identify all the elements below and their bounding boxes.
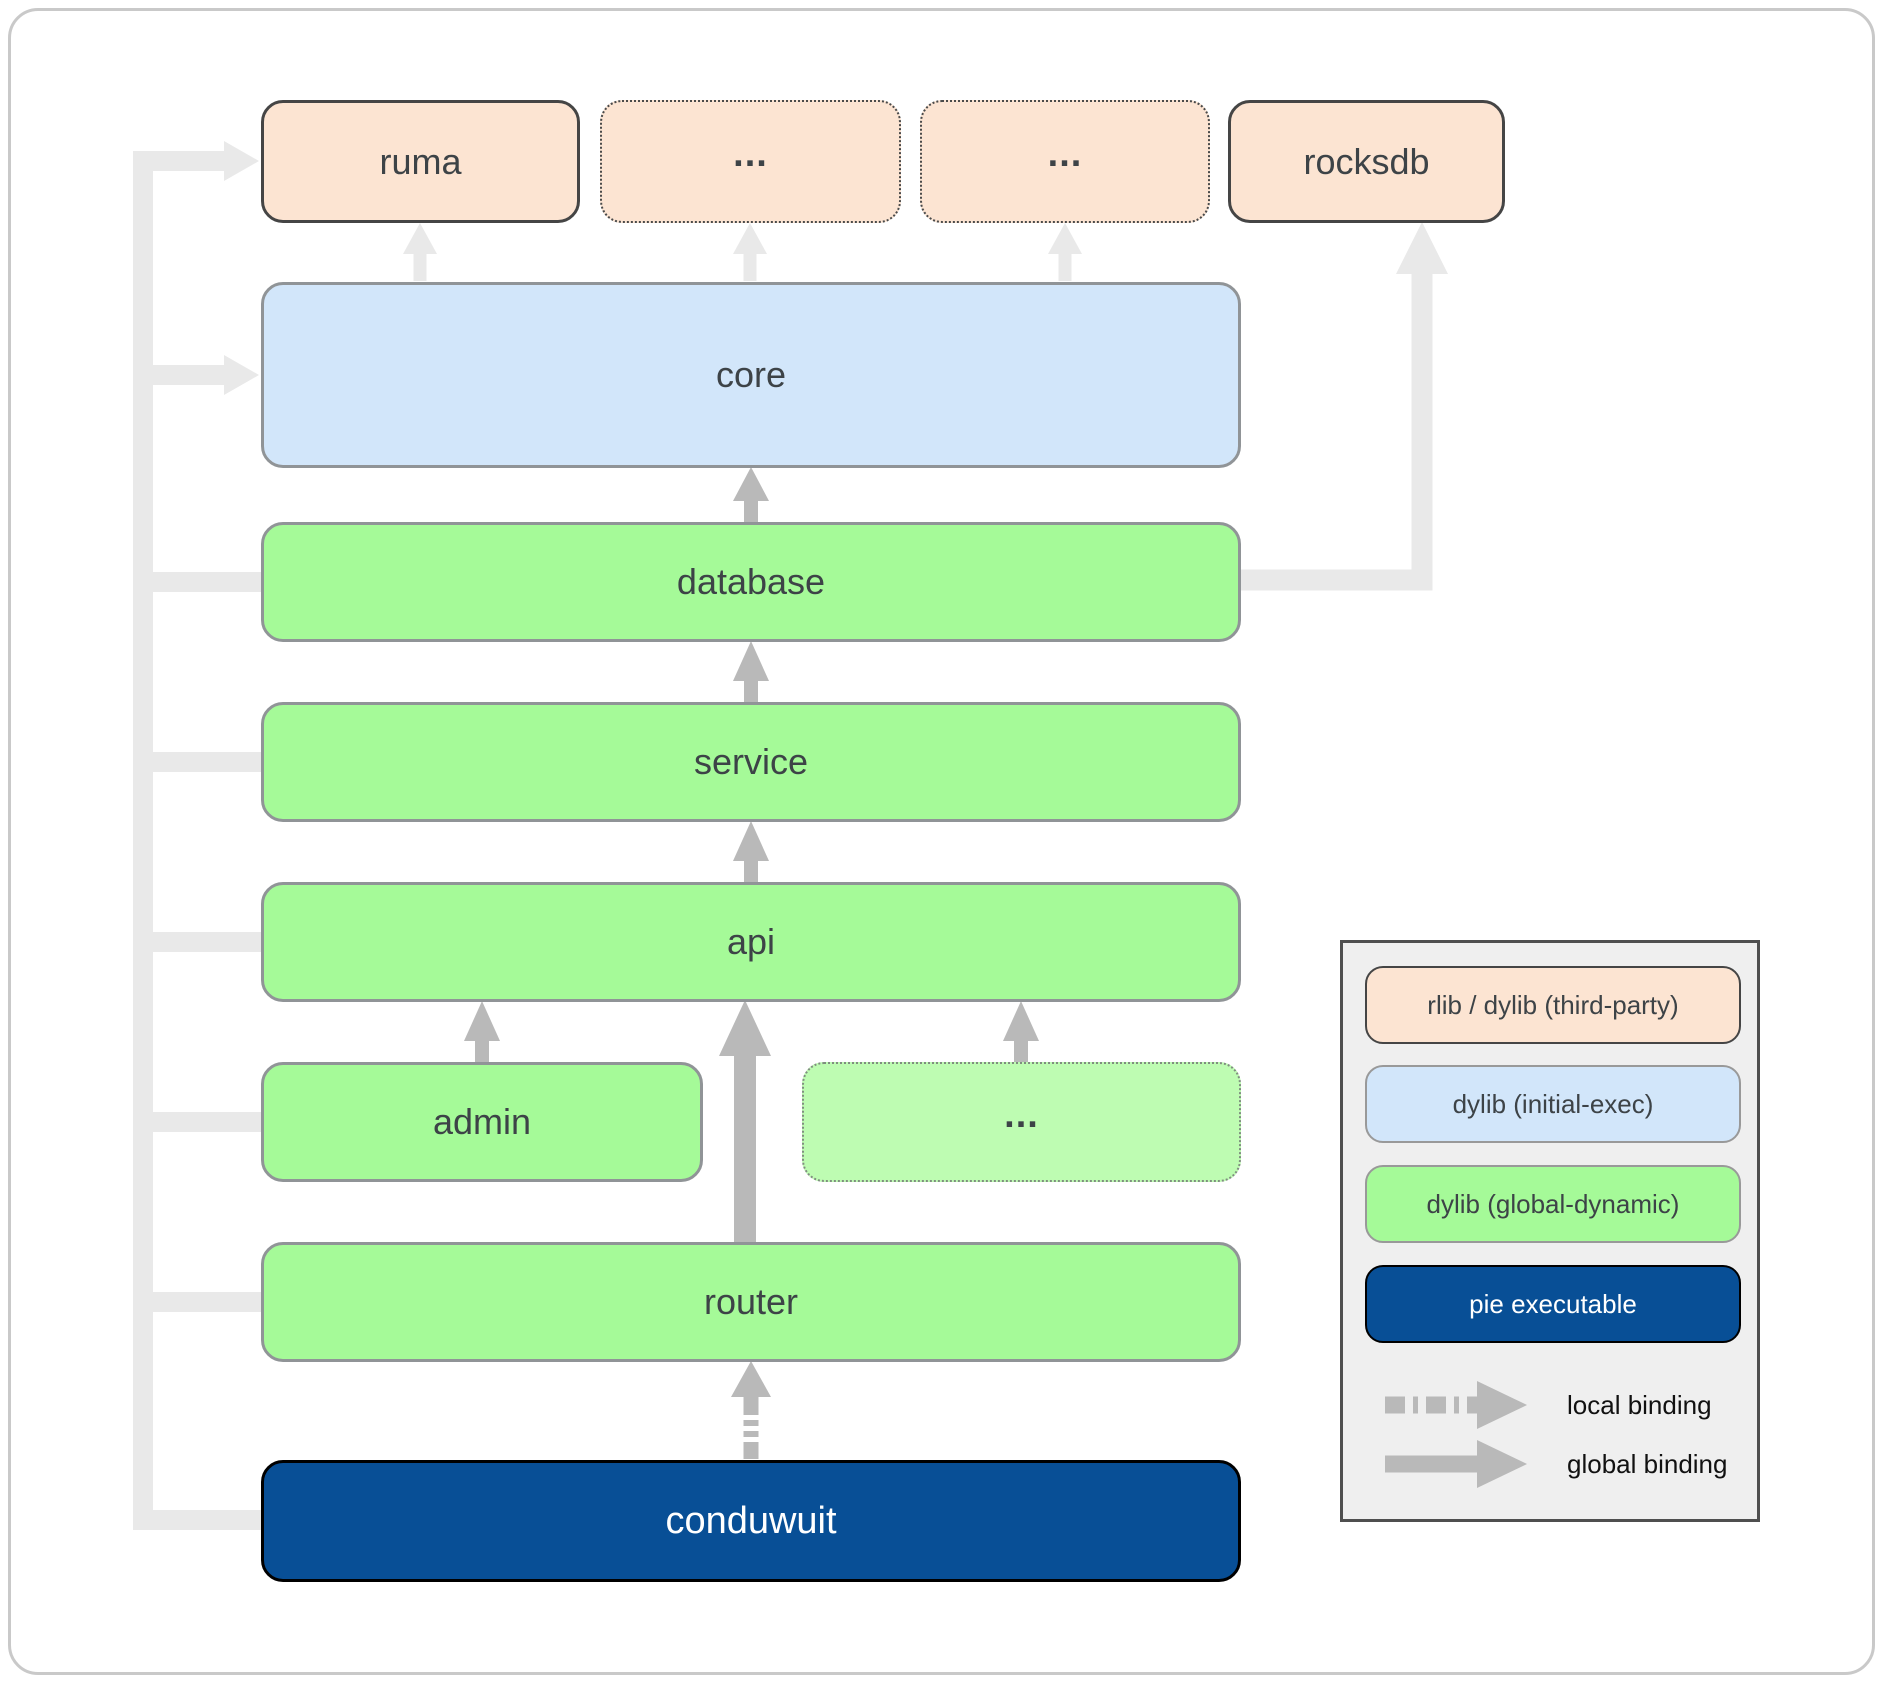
edge-service-database-arrowhead: [733, 641, 769, 681]
node-rocksdb: rocksdb: [1228, 100, 1505, 223]
global-binding-arrow-icon: [1385, 1440, 1527, 1488]
node-ruma-label: ruma: [379, 140, 462, 182]
legend-item-initial-exec-label: dylib (initial-exec): [1452, 1088, 1654, 1119]
node-api: api: [261, 882, 1241, 1002]
edge-router-api-arrowhead: [719, 1000, 771, 1056]
edge-database-rocksdb-line: [1241, 272, 1433, 591]
node-rocksdb-label: rocksdb: [1303, 140, 1430, 182]
edge-trunk-ruma-arrowhead: [224, 141, 259, 181]
node-database-label: database: [676, 561, 826, 602]
node-third-party-other-1: ...: [600, 100, 901, 223]
legend-item-third-party-label: rlib / dylib (third-party): [1427, 989, 1679, 1020]
node-core-label: core: [715, 354, 787, 395]
edge-core-dep-a-arrowhead: [733, 223, 767, 254]
legend-item-global-dynamic-label: dylib (global-dynamic): [1426, 1188, 1680, 1219]
node-database: database: [261, 522, 1241, 642]
legend-item-third-party: rlib / dylib (third-party): [1365, 966, 1741, 1044]
global-binding-arrow-head: [1477, 1440, 1527, 1488]
legend-local-binding-label: local binding: [1567, 1389, 1712, 1420]
edge-conduwuit-trunk: [133, 151, 262, 1530]
edge-core-dep-b-arrowhead: [1048, 223, 1082, 254]
node-conduwuit: conduwuit: [261, 1460, 1241, 1582]
node-third-party-other-1-label: ...: [733, 133, 768, 175]
legend-global-binding-label: global binding: [1567, 1448, 1728, 1479]
legend: rlib / dylib (third-party) dylib (initia…: [1340, 940, 1760, 1522]
node-third-party-other-2-label: ...: [1047, 133, 1083, 175]
node-router-label: router: [703, 1281, 799, 1322]
edge-other-api-arrowhead: [1003, 1001, 1039, 1041]
node-service-label: service: [693, 741, 809, 782]
local-binding-arrow-icon: [1385, 1381, 1527, 1429]
node-third-party-other-2: ...: [920, 100, 1210, 223]
edge-database-core-arrowhead: [733, 467, 769, 501]
global-binding-edges: [464, 467, 1039, 1459]
node-service: service: [261, 702, 1241, 822]
node-api-other: ...: [802, 1062, 1241, 1182]
node-admin: admin: [261, 1062, 703, 1182]
node-api-other-label: ...: [1004, 1093, 1039, 1136]
local-binding-edges: [133, 141, 1448, 1530]
node-ruma: ruma: [261, 100, 580, 223]
node-core: core: [261, 282, 1241, 468]
edge-conduwuit-router-arrowhead: [731, 1361, 771, 1397]
edge-database-rocksdb-arrowhead: [1396, 222, 1448, 274]
edge-api-service-arrowhead: [733, 821, 769, 861]
node-router: router: [261, 1242, 1241, 1362]
node-admin-label: admin: [432, 1101, 532, 1142]
node-api-label: api: [726, 921, 776, 962]
edge-trunk-core-arrowhead: [224, 355, 259, 395]
node-conduwuit-label: conduwuit: [665, 1499, 837, 1542]
legend-item-pie-executable-label: pie executable: [1469, 1288, 1637, 1319]
edge-core-ruma-arrowhead: [403, 223, 437, 254]
edge-admin-api-arrowhead: [464, 1001, 500, 1041]
legend-item-global-dynamic: dylib (global-dynamic): [1365, 1165, 1741, 1243]
legend-item-initial-exec: dylib (initial-exec): [1365, 1065, 1741, 1143]
legend-item-pie-executable: pie executable: [1365, 1265, 1741, 1343]
local-binding-arrow-head: [1477, 1381, 1527, 1429]
